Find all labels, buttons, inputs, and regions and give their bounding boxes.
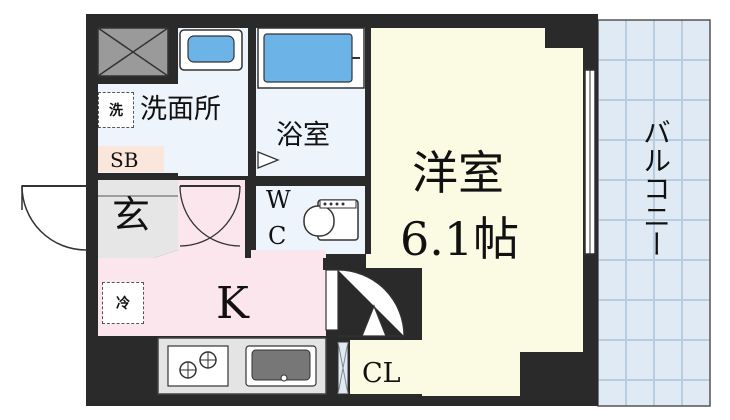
kitchen-label: K (216, 278, 249, 329)
closet-label: CL (362, 358, 401, 389)
stove-icon (167, 345, 229, 387)
washer-tag: 洗 (98, 92, 134, 128)
toilet-icon (303, 199, 359, 241)
wc-label-top: W (266, 186, 291, 214)
washroom-door-icon (179, 185, 241, 247)
washroom-label: 洗面所 (140, 94, 221, 125)
wc-label-bottom: C (268, 222, 287, 250)
western-room-floor (366, 28, 583, 396)
balcony-area (597, 19, 711, 407)
window-icon (584, 69, 596, 255)
bath-label: 浴室 (276, 120, 330, 151)
entrance-label: 玄 (112, 193, 151, 237)
kitchen-floor (98, 250, 326, 336)
closet-door-icon (337, 341, 349, 395)
balcony-label-text: バルコニー (639, 118, 672, 258)
fridge-tag: 冷 (102, 282, 144, 324)
sink-icon (245, 345, 317, 387)
entry-door-icon (21, 185, 87, 251)
western-door-icon (325, 269, 405, 337)
closet-floor (350, 340, 422, 394)
western-room-name: 洋室 (412, 146, 504, 200)
balcony-label: バルコニー (638, 118, 674, 258)
bathtub-icon (257, 27, 365, 89)
shoebox-label: SB (110, 148, 139, 172)
vanity-sink-icon (179, 29, 243, 71)
western-room-size: 6.1帖 (400, 212, 520, 266)
